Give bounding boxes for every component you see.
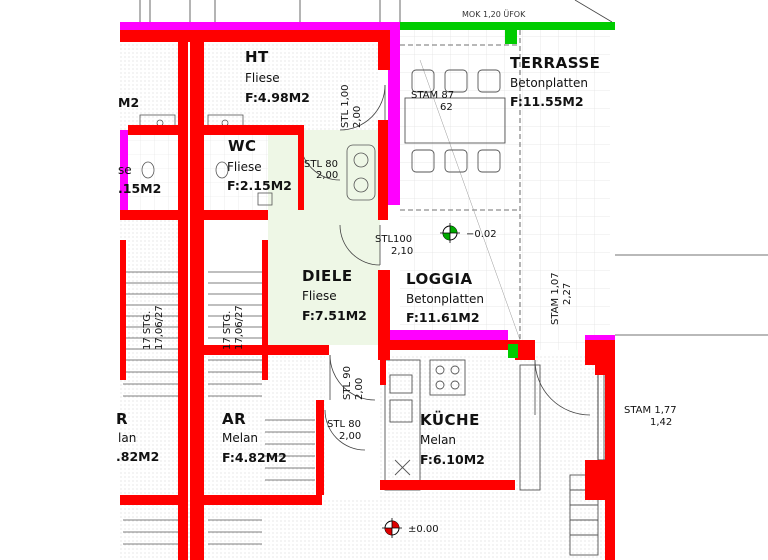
svg-text:17 STG.: 17 STG.	[222, 311, 233, 350]
room-name-terrasse: TERRASSE	[510, 54, 600, 72]
svg-text:STL 90: STL 90	[342, 366, 353, 400]
staircase-lines	[123, 271, 315, 545]
svg-text:2,00: 2,00	[339, 431, 361, 442]
partial-material-left-ar: lan	[118, 431, 136, 445]
room-label-kueche: KÜCHE Melan F:6.10M2	[420, 410, 485, 467]
kitchen-fittings	[384, 359, 599, 556]
room-label-ht: HT Fliese F:4.98M2	[245, 48, 310, 105]
svg-text:2,10: 2,10	[391, 246, 413, 257]
room-area-ht: F:4.98M2	[245, 90, 310, 105]
svg-text:2,00: 2,00	[352, 106, 363, 128]
walls	[120, 30, 615, 560]
room-material-terrasse: Betonplatten	[510, 76, 588, 90]
svg-text:17,06/27: 17,06/27	[154, 305, 165, 350]
stairs-label-right: 17 STG. 17,06/27	[222, 305, 245, 350]
level-value-loggia: −0.02	[466, 229, 497, 240]
partial-area-left-top: M2	[118, 95, 139, 110]
room-label-ar: AR Melan F:4.82M2	[222, 410, 287, 465]
top-note: MOK 1,20 ÜFOK	[462, 9, 526, 19]
svg-text:2,00: 2,00	[316, 170, 338, 181]
partial-material-left-wc: se	[118, 163, 132, 177]
svg-text:STL 1,00: STL 1,00	[340, 85, 351, 128]
svg-text:2,00: 2,00	[354, 378, 365, 400]
room-area-ar: F:4.82M2	[222, 450, 287, 465]
room-material-diele: Fliese	[302, 289, 337, 303]
svg-text:STAM 1,07: STAM 1,07	[550, 272, 561, 325]
room-area-loggia: F:11.61M2	[406, 310, 480, 325]
room-label-terrasse: TERRASSE Betonplatten F:11.55M2	[510, 54, 600, 109]
left-ar-floor	[120, 355, 180, 495]
loggia-terrasse-floor	[400, 30, 610, 350]
svg-text:62: 62	[440, 102, 453, 113]
dim-stl-80-wc: STL 80 2,00	[304, 159, 338, 181]
room-area-kueche: F:6.10M2	[420, 452, 485, 467]
dim-stam-177: STAM 1,77 1,42	[624, 405, 677, 428]
diele-floor	[268, 130, 380, 345]
room-label-wc: WC Fliese F:2.15M2	[227, 137, 292, 193]
room-area-terrasse: F:11.55M2	[510, 94, 584, 109]
dim-stl-80-ar: STL 80 2,00	[327, 419, 361, 442]
svg-text:STL 80: STL 80	[304, 159, 338, 170]
room-name-wc: WC	[228, 137, 257, 155]
top-reference-lines	[139, 0, 768, 341]
dim-stl-90: STL 90 2,00	[342, 366, 365, 400]
room-material-kueche: Melan	[420, 433, 456, 447]
partial-name-left-ar: R	[116, 410, 128, 428]
left-wc-floor	[120, 135, 180, 210]
partial-area-left-wc: .15M2	[118, 181, 161, 196]
room-material-wc: Fliese	[227, 160, 262, 174]
svg-text:17,06/27: 17,06/27	[234, 305, 245, 350]
dim-stl-100-200: STL 1,00 2,00	[340, 85, 363, 128]
stairs-label-left: 17 STG. 17,06/27	[142, 305, 165, 350]
level-value-kueche: ±0.00	[408, 524, 439, 535]
room-label-diele: DIELE Fliese F:7.51M2	[302, 267, 367, 323]
svg-text:17 STG.: 17 STG.	[142, 311, 153, 350]
room-area-wc: F:2.15M2	[227, 178, 292, 193]
room-label-loggia: LOGGIA Betonplatten F:11.61M2	[406, 270, 484, 325]
room-area-diele: F:7.51M2	[302, 308, 367, 323]
green-markers	[400, 22, 615, 358]
room-name-diele: DIELE	[302, 267, 353, 285]
room-material-ht: Fliese	[245, 71, 280, 85]
dim-stam-107: STAM 1,07 2,27	[550, 272, 573, 325]
svg-text:STL 80: STL 80	[327, 419, 361, 430]
svg-text:STAM 1,77: STAM 1,77	[624, 405, 677, 416]
room-material-ar: Melan	[222, 431, 258, 445]
level-marker-loggia	[440, 223, 460, 243]
level-marker-kueche	[382, 518, 402, 538]
room-name-ar: AR	[222, 410, 246, 428]
svg-text:STAM 87: STAM 87	[411, 90, 454, 101]
room-name-ht: HT	[245, 48, 269, 66]
room-material-loggia: Betonplatten	[406, 292, 484, 306]
room-name-kueche: KÜCHE	[420, 410, 480, 429]
ar-floor	[195, 355, 325, 495]
room-name-loggia: LOGGIA	[406, 270, 473, 288]
svg-text:1,42: 1,42	[650, 417, 672, 428]
partial-area-left-ar: .82M2	[116, 449, 159, 464]
door-swings	[299, 84, 611, 461]
svg-text:STL100: STL100	[375, 234, 412, 245]
loggia-furniture	[404, 69, 506, 173]
dim-stl-100-210: STL100 2,10	[375, 234, 413, 257]
svg-text:2,27: 2,27	[562, 283, 573, 305]
dim-stam-87: STAM 87 62	[411, 90, 454, 113]
